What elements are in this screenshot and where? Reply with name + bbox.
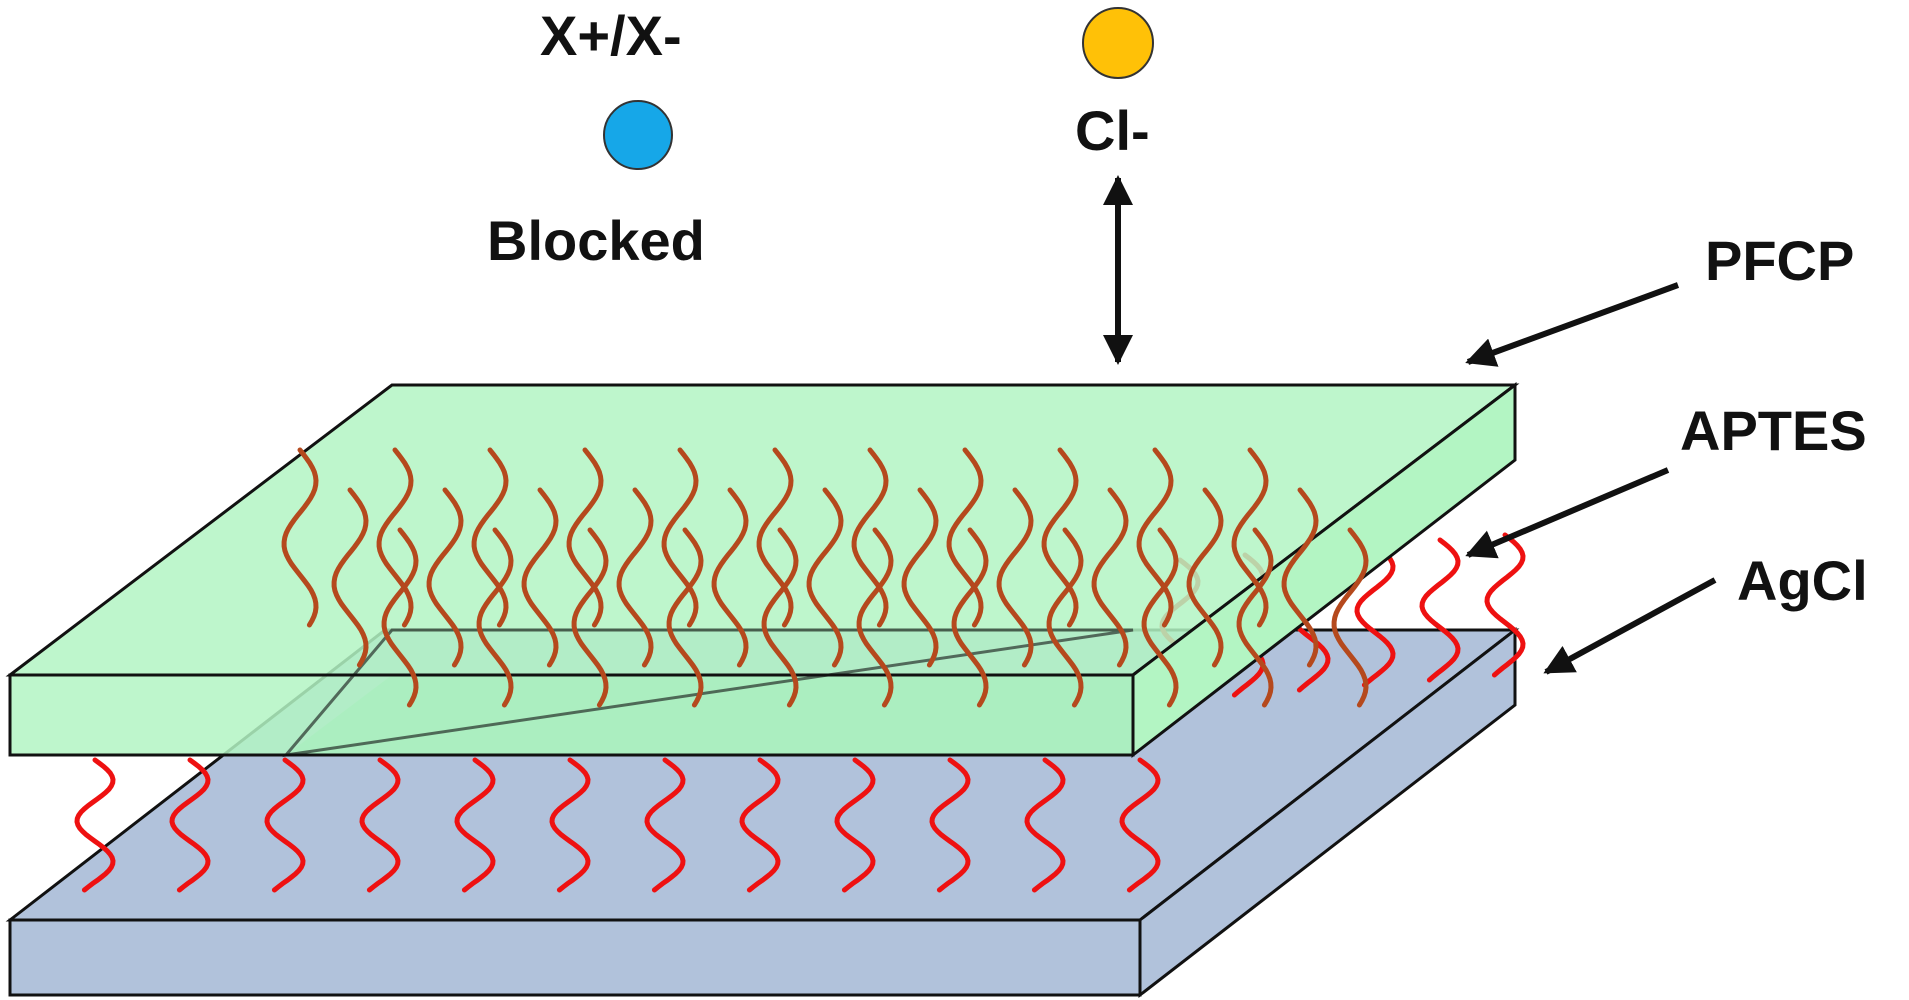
chloride-label: Cl-: [1075, 99, 1150, 162]
aptes-lower-chain: [644, 757, 686, 893]
aptes-upper-chain: [1331, 527, 1369, 708]
aptes-upper-chain: [1236, 527, 1274, 708]
aptes-upper-chain: [1091, 487, 1129, 668]
aptes-upper-chain: [616, 487, 654, 668]
agcl-arrow-icon: [1543, 577, 1717, 675]
aptes-upper-chain: [471, 447, 509, 628]
aptes-upper-chain: [426, 487, 464, 668]
pfcp-front-face: [8, 673, 1135, 757]
aptes-upper-chain: [331, 487, 369, 668]
aptes-lower-chain: [1419, 537, 1461, 683]
aptes-upper-chain: [1046, 527, 1084, 708]
pfcp-side-face: [1131, 381, 1517, 759]
agcl-front-face: [8, 918, 1142, 997]
aptes-upper-chain: [376, 447, 414, 628]
aptes-upper-chain: [666, 527, 704, 708]
aptes-upper-chain: [1141, 527, 1179, 708]
aptes-upper-chain: [1186, 487, 1224, 668]
aptes-upper-chain: [996, 487, 1034, 668]
aptes-lower-chain: [454, 757, 496, 893]
aptes-upper-chain: [566, 447, 604, 628]
aptes-lower-chain: [549, 757, 591, 893]
aptes-lower-chain: [264, 757, 306, 893]
aptes-upper-chain: [856, 527, 894, 708]
aptes-upper-chain: [761, 527, 799, 708]
ion-pair-label: X+/X-: [540, 4, 682, 67]
aptes-upper-chain: [661, 447, 699, 628]
aptes-lower-chain: [169, 757, 211, 893]
pfcp-label: PFCP: [1705, 229, 1854, 292]
aptes-lower-chain: [1354, 542, 1396, 688]
aptes-upper-chain: [756, 447, 794, 628]
aptes-upper-chain: [951, 527, 989, 708]
aptes-lower-chain: [1484, 532, 1526, 678]
aptes-upper-chain: [476, 527, 514, 708]
aptes-upper-chain: [1041, 447, 1079, 628]
pfcp-arrow-icon: [1465, 282, 1680, 367]
aptes-lower-chain: [359, 757, 401, 893]
aptes-upper-chain: [521, 487, 559, 668]
aptes-lower-chain: [74, 757, 116, 893]
chloride-circle: [1082, 7, 1154, 79]
aptes-upper-chain: [1231, 447, 1269, 628]
aptes-upper-chain: [1281, 487, 1319, 668]
aptes-upper-chain: [806, 487, 844, 668]
aptes-upper-chain: [1136, 447, 1174, 628]
aptes-arrow-icon: [1465, 467, 1670, 559]
aptes-lower-chain: [929, 757, 971, 893]
aptes-lower-chain: [1024, 757, 1066, 893]
aptes-lower-chain: [1119, 757, 1161, 893]
agcl-side-face: [1138, 626, 1517, 999]
agcl-label: AgCl: [1737, 549, 1868, 612]
aptes-upper-chain: [946, 447, 984, 628]
aptes-upper-chain: [901, 487, 939, 668]
aptes-upper-chains: [281, 447, 1369, 708]
aptes-lower-chain: [739, 757, 781, 893]
aptes-upper-chain: [571, 527, 609, 708]
blocked-label: Blocked: [487, 209, 705, 272]
ion-pair-circle: [603, 100, 673, 170]
aptes-upper-chain: [381, 527, 419, 708]
aptes-upper-chain: [281, 447, 319, 628]
aptes-upper-chain: [851, 447, 889, 628]
aptes-lower-chain: [834, 757, 876, 893]
aptes-label: APTES: [1680, 399, 1867, 462]
aptes-upper-chain: [711, 487, 749, 668]
